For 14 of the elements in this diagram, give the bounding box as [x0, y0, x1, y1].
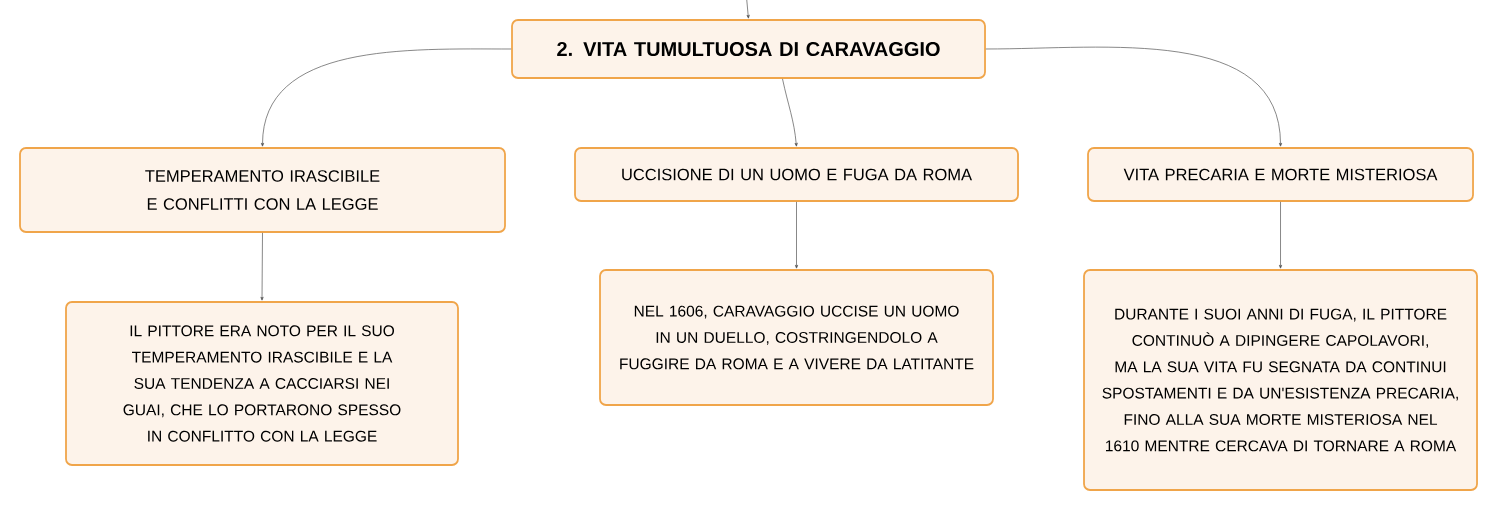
arrow [260, 48, 512, 147]
description-box: NEL 1606, CARAVAGGIO UCCISE UN UOMO IN UN DUELLO, COSTRINGENDOLO A FUGGIRE DA ROMA E A VIVERE DA LATITANTE [599, 269, 994, 406]
arrow [782, 78, 798, 147]
arrow [260, 232, 264, 301]
arrow [746, 0, 750, 19]
topic-box: TEMPERAMENTO IRASCIBILE E CONFLITTI CON LA LEGGE [19, 147, 506, 233]
description-box: IL PITTORE ERA NOTO PER IL SUO TEMPERAMENTO IRASCIBILE E LA SUA TENDENZA A CACCIARSI NEI GUAI, CHE LO PORTARONO SPESSO IN CONFLITTO CON LA LEGGE [65, 301, 459, 466]
arrow [1278, 201, 1283, 269]
arrow [794, 201, 799, 269]
arrow [985, 46, 1283, 147]
topic-box: VITA PRECARIA E MORTE MISTERIOSA [1087, 147, 1474, 202]
title-box: 2. VITA TUMULTUOSA DI CARAVAGGIO [511, 19, 986, 79]
description-box: DURANTE I SUOI ANNI DI FUGA, IL PITTORE CONTINUÒ A DIPINGERE CAPOLAVORI, MA LA SUA VITA FU SEGNATA DA CONTINUI SPOSTAMENTI E DA UN'ESISTENZA PRECARIA, FINO ALLA SUA MORTE MISTERIOSA NEL 1610 MENTRE CERCAVA DI TORNARE A ROMA [1083, 269, 1478, 491]
topic-box: UCCISIONE DI UN UOMO E FUGA DA ROMA [574, 147, 1019, 202]
